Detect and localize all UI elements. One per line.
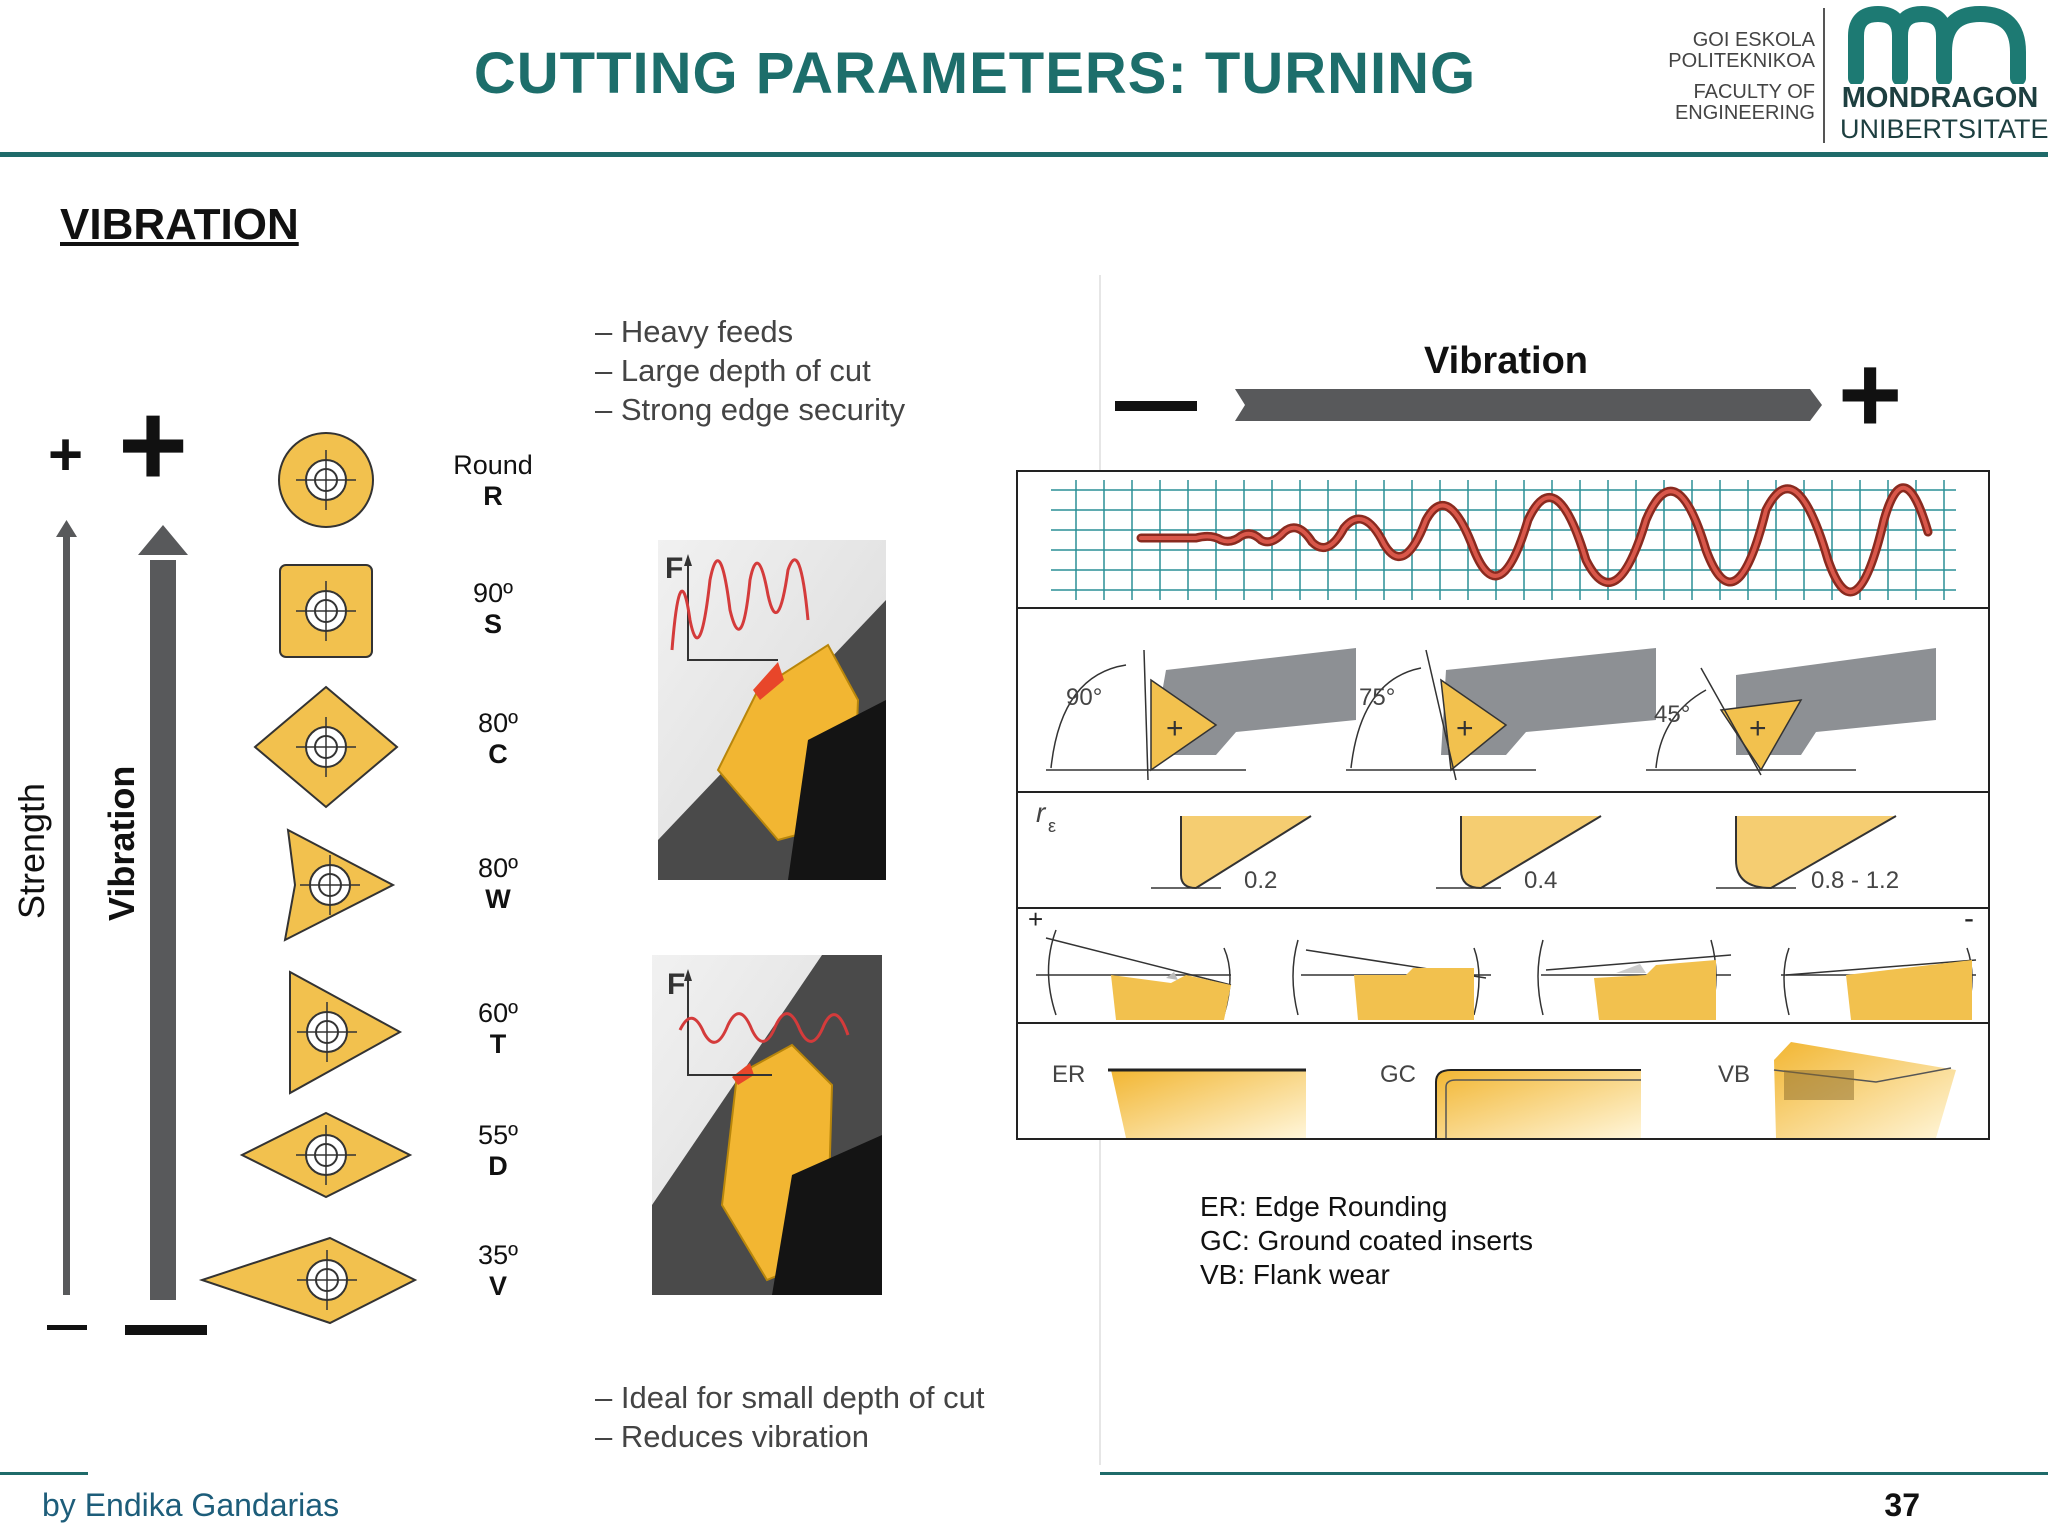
logo-line: UNIBERTSITATEA [1840,114,2048,144]
cutting-force-image-low [652,955,882,1295]
round-insert-icon [278,432,374,528]
university-logo-icon [1848,6,2026,84]
vibration-axis-label: Vibration [101,765,142,921]
note-item: – Heavy feeds [595,314,794,349]
entering-angle-row: + + + [1046,648,1936,781]
legend-item: ER: Edge Rounding [1200,1191,1448,1222]
rhombic-55-insert-icon [239,1111,413,1199]
nose-radius-row [1151,815,1897,890]
note-item: – Large depth of cut [595,353,871,388]
entering-angle-label: 45° [1654,701,1690,728]
rhombic-35-insert-icon [198,1236,418,1325]
strength-plus-sign: + [48,421,84,488]
nose-radius-subscript: ε [1048,816,1056,836]
header-divider [1823,8,1825,143]
rhombic-80-insert-icon [253,685,399,809]
logo-line: MONDRAGON [1841,82,2039,114]
entering-angle-label: 75° [1359,684,1395,711]
strength-vibration-axes [47,520,207,1335]
legend-item: VB: Flank wear [1200,1259,1390,1290]
note-item: – Ideal for small depth of cut [595,1380,985,1415]
legend-item: GC: Ground coated inserts [1200,1225,1534,1256]
square-insert-icon [279,564,373,658]
strength-axis-label: Strength [11,782,52,920]
force-label: F [665,552,684,585]
insert-label-rhombic-55: 55º D [478,1120,518,1181]
insert-label-triangle: 60º T [478,998,518,1059]
footer-rule-left [0,1472,88,1475]
vibration-scale-label: Vibration [1424,340,1588,382]
insert-label-round: Round R [453,450,533,511]
faculty-line: ENGINEERING [1674,102,1815,124]
section-heading: VIBRATION [60,200,299,249]
rake-geometry-row [1036,929,1977,1020]
edge-preparation-row [1108,1042,1956,1138]
edge-code-label: ER [1052,1061,1085,1088]
triangle-insert-icon [289,970,403,1095]
nose-radius-value: 0.2 [1244,867,1277,894]
vibration-factors-panel: + + + 90° 75° 45° r ε 0.2 0.4 0.8 [1016,470,1990,1140]
entering-angle-label: 90° [1066,684,1102,711]
vibration-scale-plus: + [1838,333,1903,456]
vibration-scale-arrow [1115,389,1822,421]
note-item: – Reduces vibration [595,1419,869,1454]
insert-label-rhombic-80: 80º C [478,708,518,769]
faculty-name: GOI ESKOLA POLITEKNIKOA FACULTY OF ENGIN… [1640,30,1815,124]
header-rule [0,152,2048,157]
insert-label-rhombic-35: 35º V [478,1240,518,1301]
cutting-force-image-high [658,540,886,880]
svg-text:+: + [1456,712,1474,745]
trigon-insert-icon [283,828,396,942]
svg-text:+: + [1749,712,1767,745]
nose-radius-value: 0.4 [1524,867,1557,894]
note-item: – Strong edge security [595,392,906,427]
rake-plus-label: + [1028,904,1043,934]
nose-radius-value: 0.8 - 1.2 [1811,867,1899,894]
insert-label-square: 90º S [473,578,513,639]
faculty-line: POLITEKNIKOA [1668,50,1815,72]
notes-bottom-list: – Ideal for small depth of cut – Reduces… [595,1378,984,1456]
edge-code-label: GC [1380,1061,1416,1088]
page-number: 37 [1884,1487,1920,1523]
page-title: CUTTING PARAMETERS: TURNING [473,41,1477,106]
faculty-line: FACULTY OF [1693,81,1815,103]
vibration-plus-sign: + [118,378,189,512]
footer-rule-right [1100,1472,2048,1475]
faculty-line: GOI ESKOLA [1692,29,1815,51]
edge-code-legend: ER: Edge Rounding GC: Ground coated inse… [1200,1190,1533,1292]
insert-shapes [198,432,418,1325]
notes-top-list: – Heavy feeds – Large depth of cut – Str… [595,312,905,429]
svg-text:+: + [1166,712,1184,745]
vibration-wave-graph [1051,480,1956,600]
rake-minus-label: - [1964,902,1974,935]
force-label: F [667,968,686,1001]
insert-label-trigon: 80º W [478,853,518,914]
nose-radius-symbol: r [1036,797,1047,828]
footer-author: by Endika Gandarias [42,1487,340,1523]
edge-code-label: VB [1718,1061,1750,1088]
